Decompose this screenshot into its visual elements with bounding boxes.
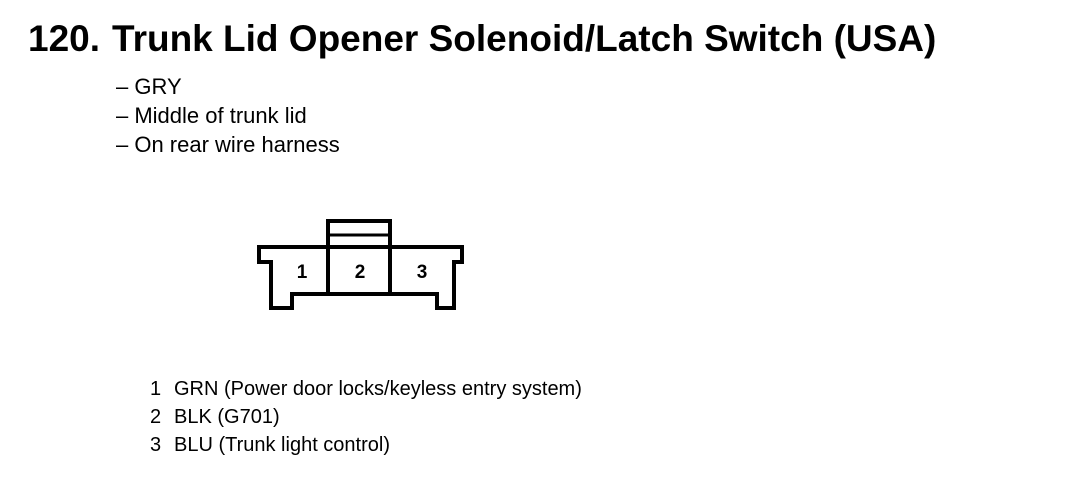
pin-description: GRN (Power door locks/keyless entry syst… xyxy=(174,378,582,400)
connector-body xyxy=(257,245,464,310)
pin-number: 3 xyxy=(150,434,162,456)
connector-color-note: – GRY xyxy=(116,74,182,99)
cavity-2-label: 2 xyxy=(355,262,366,283)
connector-diagram: 1 2 3 xyxy=(257,219,464,310)
pin-legend: 1 GRN (Power door locks/keyless entry sys… xyxy=(150,375,582,459)
pin-number: 1 xyxy=(150,378,162,400)
pin-row: 1 GRN (Power door locks/keyless entry sys… xyxy=(150,375,582,403)
pin-description: BLK (G701) xyxy=(174,406,280,428)
pin-number: 2 xyxy=(150,406,162,428)
cavity-1-label: 1 xyxy=(297,262,308,283)
page-title: 120. Trunk Lid Opener Solenoid/Latch Swit… xyxy=(28,18,936,60)
pin-row: 2 BLK (G701) xyxy=(150,403,582,431)
component-number: 120. xyxy=(28,18,101,59)
pin-row: 3 BLU (Trunk light control) xyxy=(150,431,582,459)
connector-notes: – GRY – Middle of trunk lid – On rear wi… xyxy=(116,72,340,159)
component-title: Trunk Lid Opener Solenoid/Latch Switch (… xyxy=(112,18,937,59)
cavity-3-label: 3 xyxy=(417,262,428,283)
connector-location-note: – Middle of trunk lid xyxy=(116,103,307,128)
pin-description: BLU (Trunk light control) xyxy=(174,434,390,456)
connector-harness-note: – On rear wire harness xyxy=(116,132,340,157)
